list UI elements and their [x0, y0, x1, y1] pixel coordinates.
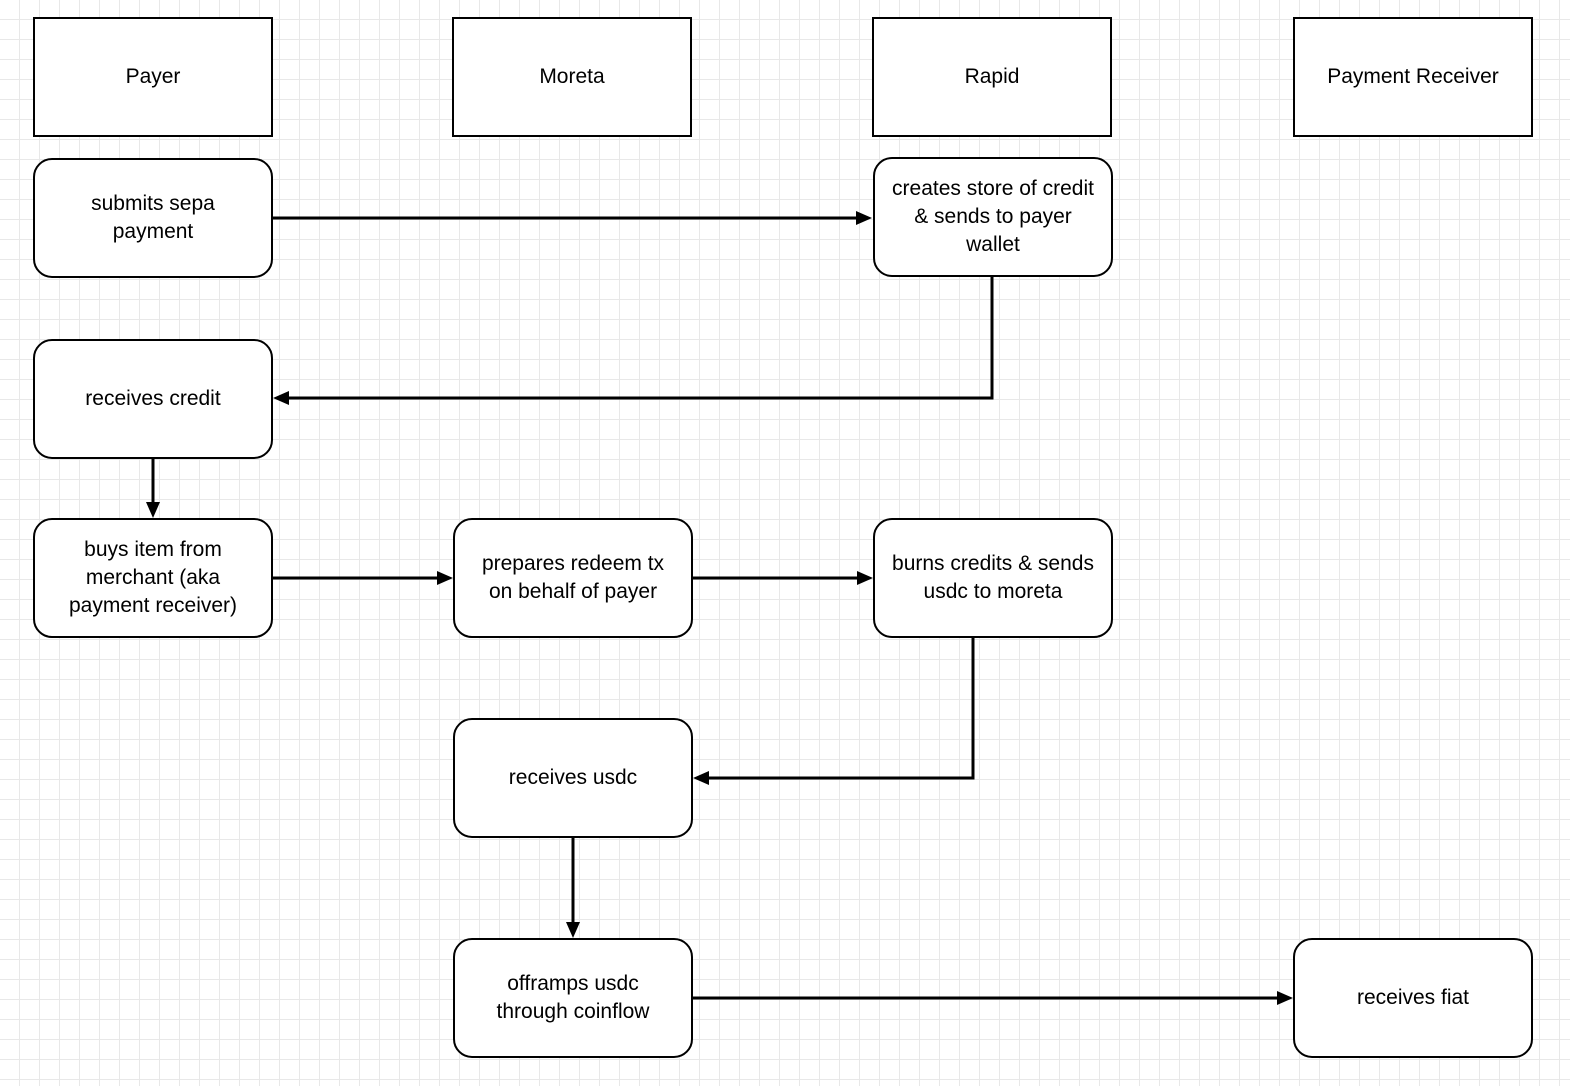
edge-creates-to-receives-credit: [273, 277, 994, 405]
lane-header-payment-receiver-label: Payment Receiver: [1327, 65, 1499, 89]
edge-buys-item-to-prepares-redeem: [273, 571, 453, 585]
edge-receives-usdc-to-offramps-usdc: [566, 838, 580, 938]
edge-burns-credits-to-receives-usdc: [693, 638, 975, 785]
node-receives-fiat-label: receives fiat: [1356, 986, 1470, 1010]
node-burns-credits-label: burns credits & sends usdc to moreta: [892, 552, 1094, 603]
edge-prepares-redeem-to-burns-credits: [693, 571, 873, 585]
lane-header-rapid[interactable]: Rapid: [872, 17, 1112, 137]
lane-header-moreta-label: Moreta: [539, 65, 605, 89]
edge-receives-credit-to-buys-item: [146, 458, 160, 518]
node-creates-store-of-credit-label: creates store of credit & sends to payer…: [892, 177, 1094, 256]
lane-header-payment-receiver[interactable]: Payment Receiver: [1293, 17, 1533, 137]
lane-header-payer[interactable]: Payer: [33, 17, 273, 137]
edge-submits-to-creates: [273, 211, 872, 225]
node-buys-item-from-merchant[interactable]: buys item from merchant (aka payment rec…: [33, 518, 273, 638]
lane-header-moreta[interactable]: Moreta: [452, 17, 692, 137]
edge-offramps-usdc-to-receives-fiat: [693, 991, 1293, 1005]
node-receives-fiat[interactable]: receives fiat: [1293, 938, 1533, 1058]
node-buys-item-from-merchant-label: buys item from merchant (aka payment rec…: [68, 538, 238, 617]
node-prepares-redeem-tx-label: prepares redeem tx on behalf of payer: [481, 552, 665, 603]
node-submits-sepa-payment-label: submits sepa payment: [91, 192, 215, 243]
node-prepares-redeem-tx[interactable]: prepares redeem tx on behalf of payer: [453, 518, 693, 638]
node-receives-usdc[interactable]: receives usdc: [453, 718, 693, 838]
lane-header-rapid-label: Rapid: [964, 65, 1020, 89]
lane-header-payer-label: Payer: [125, 65, 181, 89]
node-burns-credits[interactable]: burns credits & sends usdc to moreta: [873, 518, 1113, 638]
node-creates-store-of-credit[interactable]: creates store of credit & sends to payer…: [873, 157, 1113, 277]
node-receives-credit-label: receives credit: [85, 387, 221, 411]
node-submits-sepa-payment[interactable]: submits sepa payment: [33, 158, 273, 278]
node-receives-credit[interactable]: receives credit: [33, 339, 273, 459]
node-offramps-usdc-label: offramps usdc through coinflow: [496, 972, 650, 1023]
node-offramps-usdc[interactable]: offramps usdc through coinflow: [453, 938, 693, 1058]
node-receives-usdc-label: receives usdc: [508, 766, 638, 790]
